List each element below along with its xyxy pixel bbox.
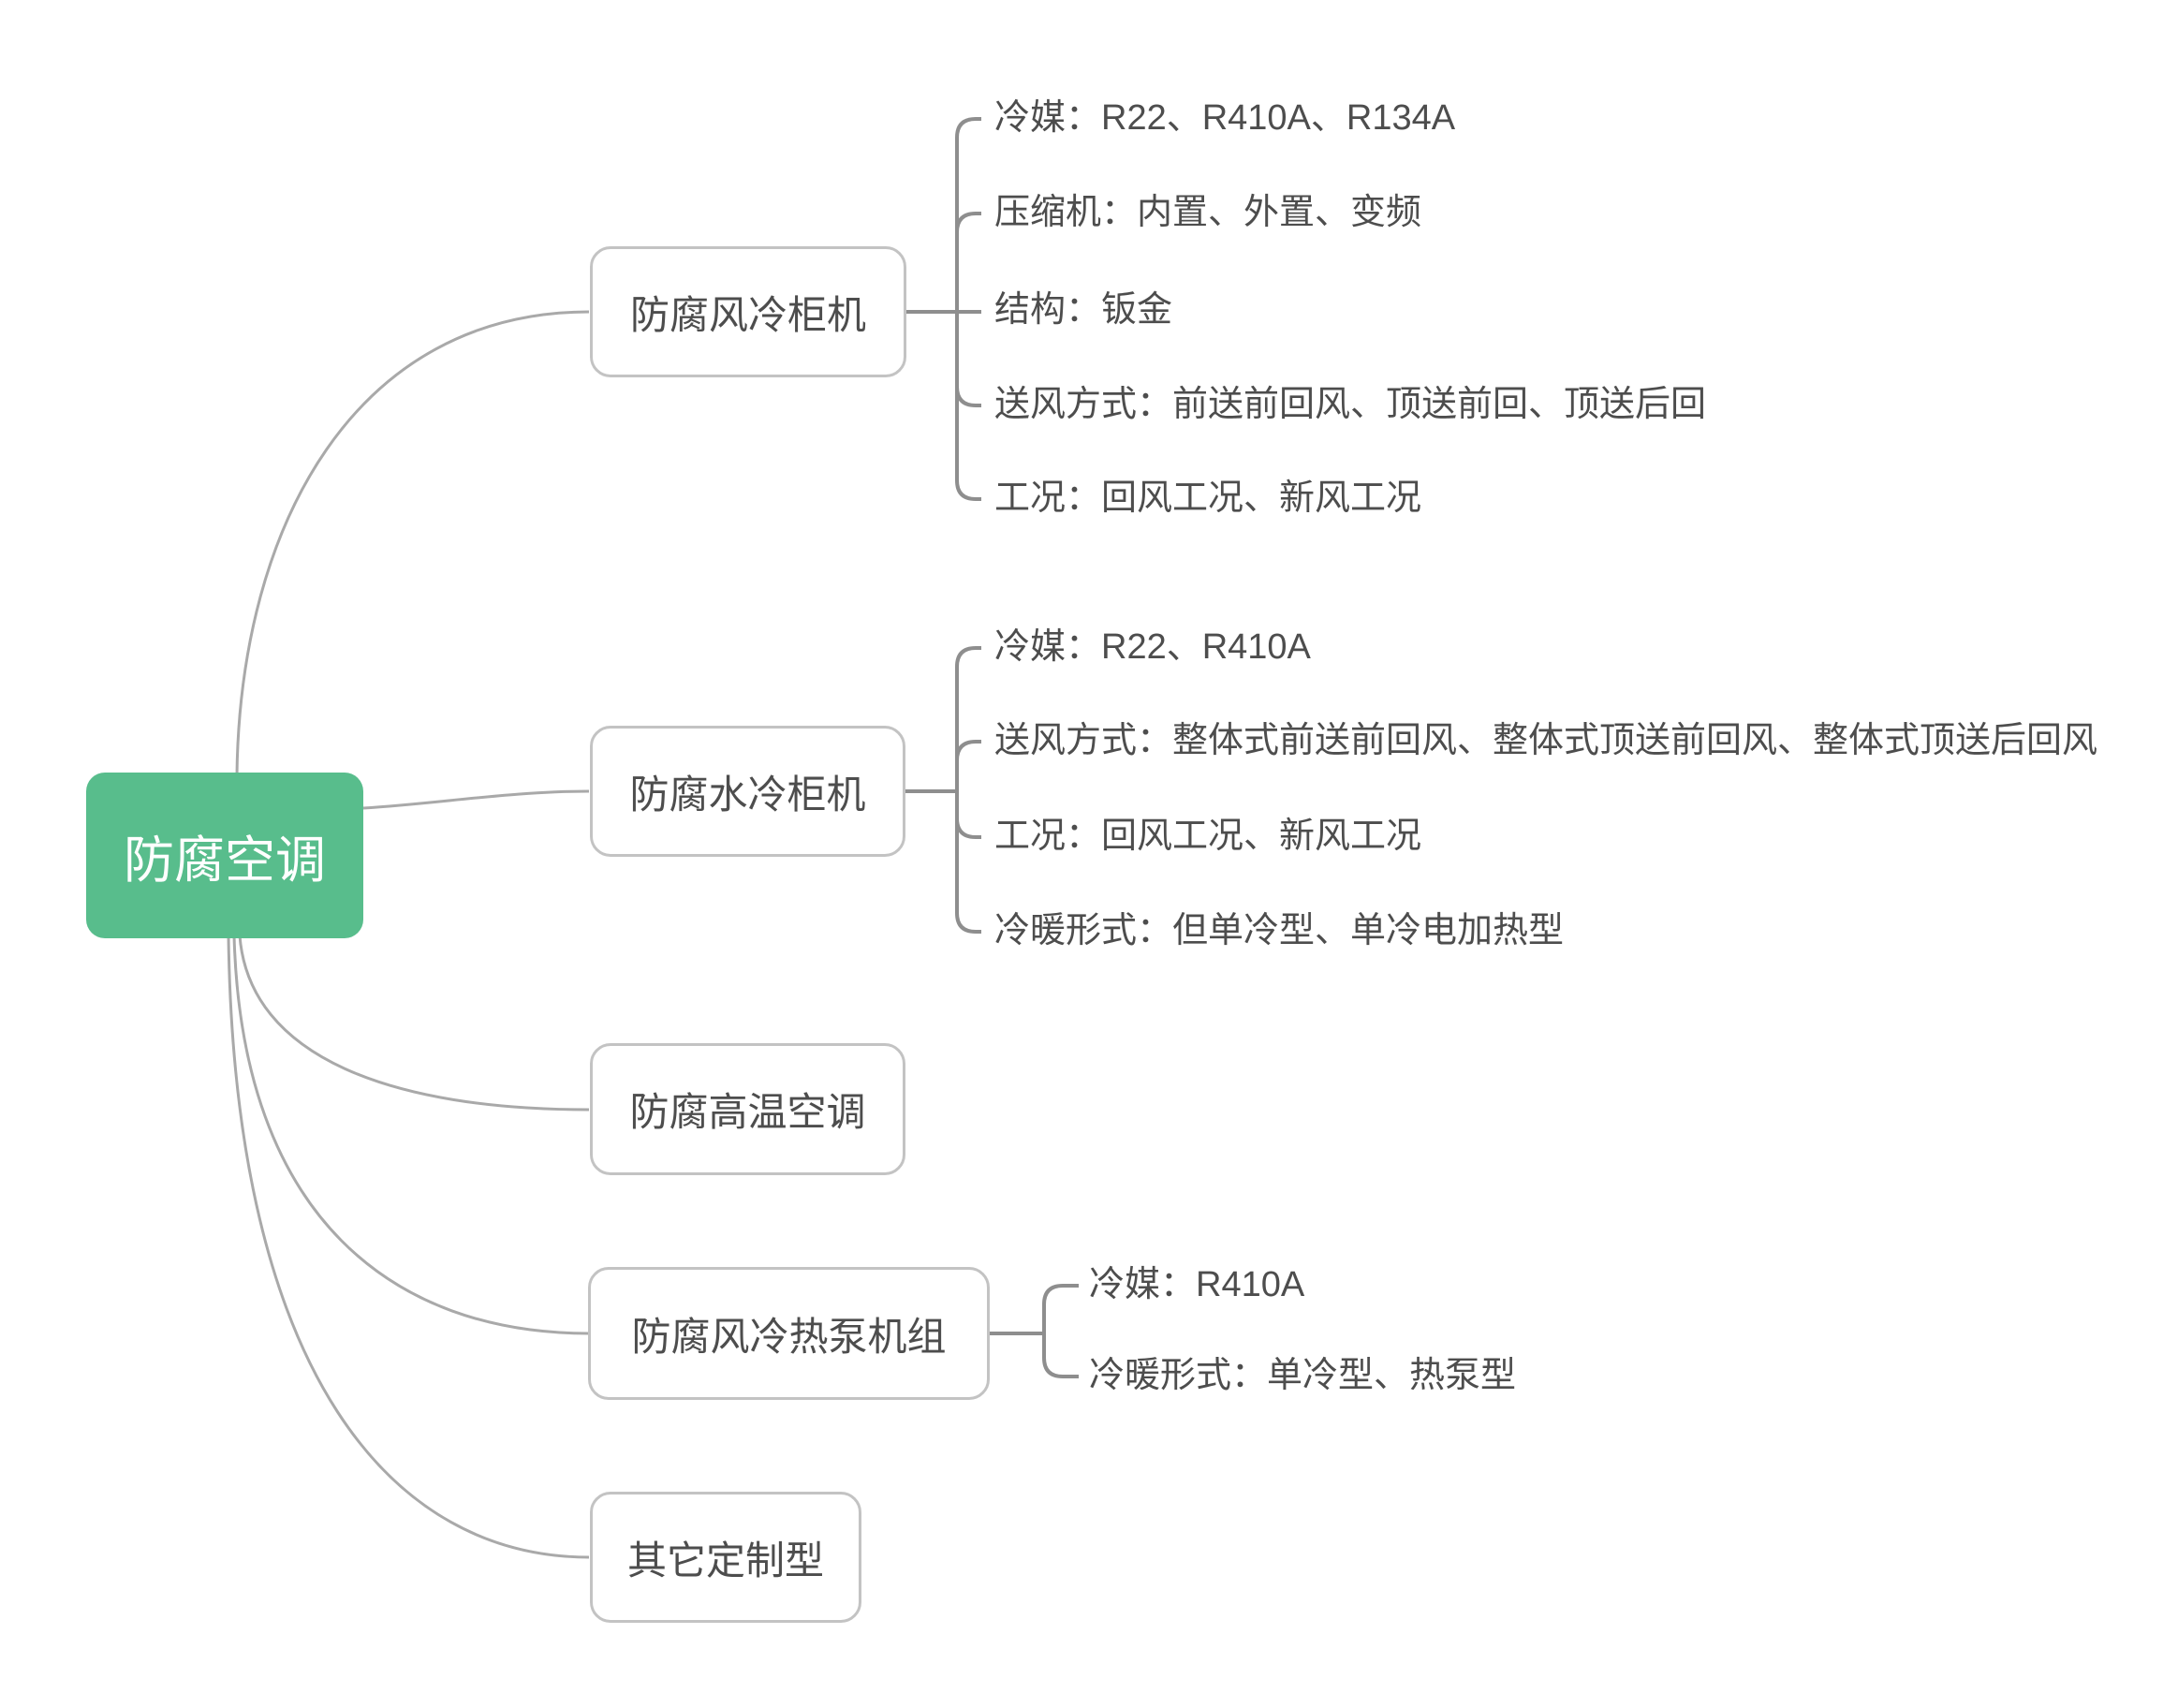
branch-1-leaf-3[interactable]: 结构：钣金 [994, 290, 1173, 331]
branch-4-leaf-1[interactable]: 冷媒：R410A [1089, 1265, 1305, 1305]
root-node[interactable]: 防腐空调 [86, 773, 363, 938]
branch-2-leaf-1[interactable]: 冷媒：R22、R410A [994, 627, 1311, 668]
branch-4-leaf-1-hook [1042, 1284, 1079, 1333]
branch-node-2[interactable]: 防腐水冷柜机 [590, 726, 905, 857]
branch-1-leaf-5-hook [955, 312, 981, 501]
branch-node-3[interactable]: 防腐高温空调 [590, 1043, 905, 1175]
branch-2-leaf-3[interactable]: 工况：回风工况、新风工况 [994, 817, 1422, 857]
branch-node-4-label: 防腐风冷热泵机组 [631, 1314, 947, 1359]
branch-node-1[interactable]: 防腐风冷柜机 [590, 246, 906, 377]
branch-1-leaf-1[interactable]: 冷媒：R22、R410A、R134A [994, 98, 1456, 139]
branch-4-leaf-2[interactable]: 冷暖形式：单冷型、热泵型 [1089, 1356, 1517, 1396]
curve-root-to-branch-1 [235, 310, 590, 776]
curve-root-to-branch-5 [227, 935, 590, 1559]
curve-root-to-branch-2 [362, 789, 590, 810]
branch-1-leaf-2-hook [955, 212, 981, 312]
branch-2-leaf-3-hook [955, 791, 981, 839]
branch-1-leaf-4-hook [955, 312, 981, 407]
curve-root-to-branch-3 [238, 935, 590, 1112]
branch-node-2-label: 防腐水冷柜机 [629, 772, 866, 817]
branch-node-5-label: 其它定制型 [626, 1538, 824, 1583]
branch-2-leaf-4-hook [955, 791, 981, 934]
branch-2-leaf-2[interactable]: 送风方式：整体式前送前回风、整体式顶送前回风、整体式顶送后回风 [994, 721, 2098, 761]
branch-1-leaf-2[interactable]: 压缩机：内置、外置、变频 [994, 193, 1422, 233]
branch-1-leaf-4[interactable]: 送风方式：前送前回风、顶送前回、顶送后回 [994, 385, 1707, 425]
branch-1-leaf-5[interactable]: 工况：回风工况、新风工况 [994, 479, 1422, 519]
root-node-label: 防腐空调 [124, 832, 326, 889]
branch-2-leaf-2-hook [955, 740, 981, 791]
branch-node-4[interactable]: 防腐风冷热泵机组 [588, 1267, 990, 1400]
branch-2-leaf-1-hook [955, 646, 981, 791]
branch-node-1-label: 防腐风冷柜机 [629, 292, 866, 337]
branch-2-leaf-4[interactable]: 冷暖形式：但单冷型、单冷电加热型 [994, 911, 1565, 951]
branch-node-5[interactable]: 其它定制型 [590, 1492, 861, 1623]
branch-4-leaf-2-hook [1042, 1333, 1079, 1378]
branch-node-3-label: 防腐高温空调 [629, 1090, 866, 1134]
curve-root-to-branch-4 [232, 935, 590, 1335]
branch-1-leaf-1-hook [955, 117, 981, 312]
